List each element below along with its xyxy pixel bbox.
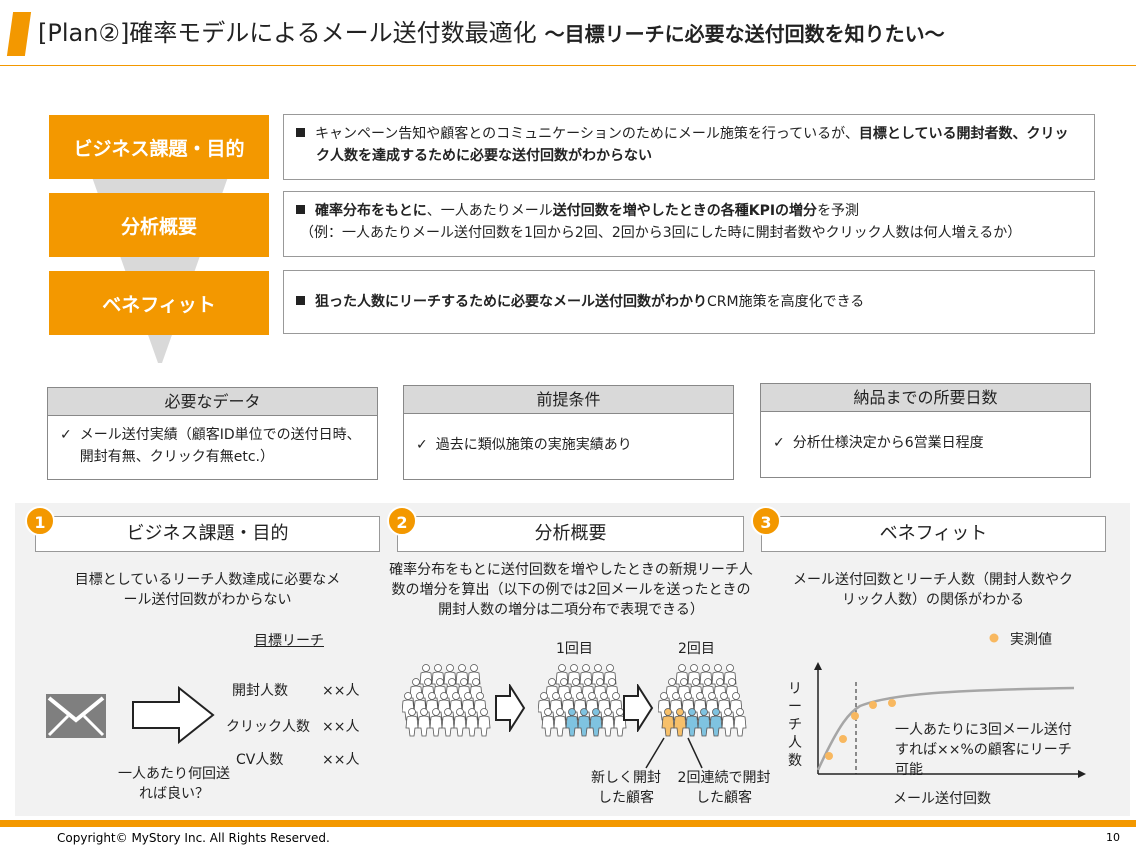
measured-point	[839, 735, 847, 743]
bullet-square	[296, 128, 305, 137]
row-desc-analysis: 確率分布をもとに、一人あたりメール送付回数を増やしたときの各種KPIの増分を予測…	[283, 191, 1095, 257]
target-value-cv: ××人	[322, 752, 360, 768]
curve-note: 一人あたりに3回メール送付すれば××%の顧客にリーチ可能	[895, 722, 1072, 778]
measured-point	[825, 752, 833, 760]
step-desc-3: メール送付回数とリーチ人数（開封人数やクリック人数）の関係がわかる	[793, 572, 1073, 608]
target-value-open: ××人	[322, 683, 360, 699]
check-icon: ✓	[773, 435, 785, 451]
detail-panel	[15, 503, 1130, 816]
page-title: [Plan②]確率モデルによるメール送付数最適化～目標リーチに必要な送付回数を知…	[38, 19, 945, 47]
target-label-cv: CV人数	[236, 752, 284, 768]
measured-point	[869, 701, 877, 709]
mail-icon	[46, 694, 106, 738]
step-title-2: 分析概要	[397, 516, 744, 552]
measured-point	[851, 712, 859, 720]
arrow-right-icon	[623, 684, 654, 732]
row-desc-benefit: 狙った人数にリーチするために必要なメール送付回数がわかりCRM施策を高度化できる	[283, 270, 1095, 334]
card-preconditions: 前提条件 ✓ 過去に類似施策の実施実績あり	[403, 385, 734, 480]
repeat-open-label: 2回連続で開封した顧客	[677, 770, 771, 806]
measured-point	[888, 699, 896, 707]
row-label-analysis: 分析概要	[49, 193, 269, 257]
footer-line	[0, 820, 1136, 827]
card-head: 納品までの所要日数	[761, 384, 1090, 412]
step-desc-1: 目標としているリーチ人数達成に必要なメール送付回数がわからない	[74, 572, 341, 608]
step-number-1: 1	[25, 506, 55, 536]
legend-dot	[989, 633, 999, 643]
step-desc-2: 確率分布をもとに送付回数を増やしたときの新規リーチ人数の増分を算出（以下の例では…	[389, 562, 753, 618]
bullet-square	[296, 296, 305, 305]
target-heading: 目標リーチ	[254, 633, 324, 649]
card-head: 必要なデータ	[48, 388, 377, 416]
callout-lines	[645, 737, 703, 769]
arrow-right-icon	[132, 686, 215, 744]
check-icon: ✓	[60, 427, 72, 443]
target-question: 一人あたり何回送れば良い？	[118, 766, 230, 802]
card-required-data: 必要なデータ ✓ メール送付実績（顧客ID単位での送付日時、開封有無、クリック有無…	[47, 387, 378, 480]
step-number-3: 3	[751, 506, 781, 536]
step-title-3: ベネフィット	[761, 516, 1106, 552]
row-label-benefit: ベネフィット	[49, 271, 269, 335]
crowd-icon	[658, 664, 747, 737]
x-axis-label: メール送付回数	[893, 791, 991, 807]
legend-label: 実測値	[1010, 632, 1052, 648]
row-desc-business: キャンペーン告知や顧客とのコミュニケーションのためにメール施策を行っているが、目…	[283, 114, 1095, 180]
crowd-icon	[402, 664, 491, 737]
row-label-business: ビジネス課題・目的	[49, 115, 269, 179]
card-text: 分析仕様決定から6営業日程度	[792, 435, 984, 451]
copyright: Copyright© MyStory Inc. All Rights Reser…	[57, 831, 330, 845]
target-value-click: ××人	[322, 719, 360, 735]
bullet-square	[296, 205, 305, 214]
round-1-label: 1回目	[556, 641, 593, 657]
target-label-open: 開封人数	[232, 683, 288, 699]
card-text: 過去に類似施策の実施実績あり	[435, 437, 632, 453]
card-lead-time: 納品までの所要日数 ✓ 分析仕様決定から6営業日程度	[760, 383, 1091, 478]
check-icon: ✓	[416, 437, 428, 453]
title-bar	[0, 0, 1136, 66]
reach-curve-chart	[814, 662, 1086, 778]
y-axis-label: リーチ人数	[788, 681, 802, 769]
step-number-2: 2	[387, 506, 417, 536]
crowd-icon	[538, 664, 627, 737]
card-text: メール送付実績（顧客ID単位での送付日時、開封有無、クリック有無etc.）	[79, 427, 361, 465]
arrow-right-icon	[495, 684, 526, 732]
page-number: 10	[1106, 831, 1120, 844]
new-open-label: 新しく開封した顧客	[591, 770, 661, 806]
target-label-click: クリック人数	[226, 719, 310, 735]
page-subtitle: ～目標リーチに必要な送付回数を知りたい～	[544, 22, 945, 46]
round-2-label: 2回目	[678, 641, 715, 657]
step-title-1: ビジネス課題・目的	[35, 516, 380, 552]
card-head: 前提条件	[404, 386, 733, 414]
